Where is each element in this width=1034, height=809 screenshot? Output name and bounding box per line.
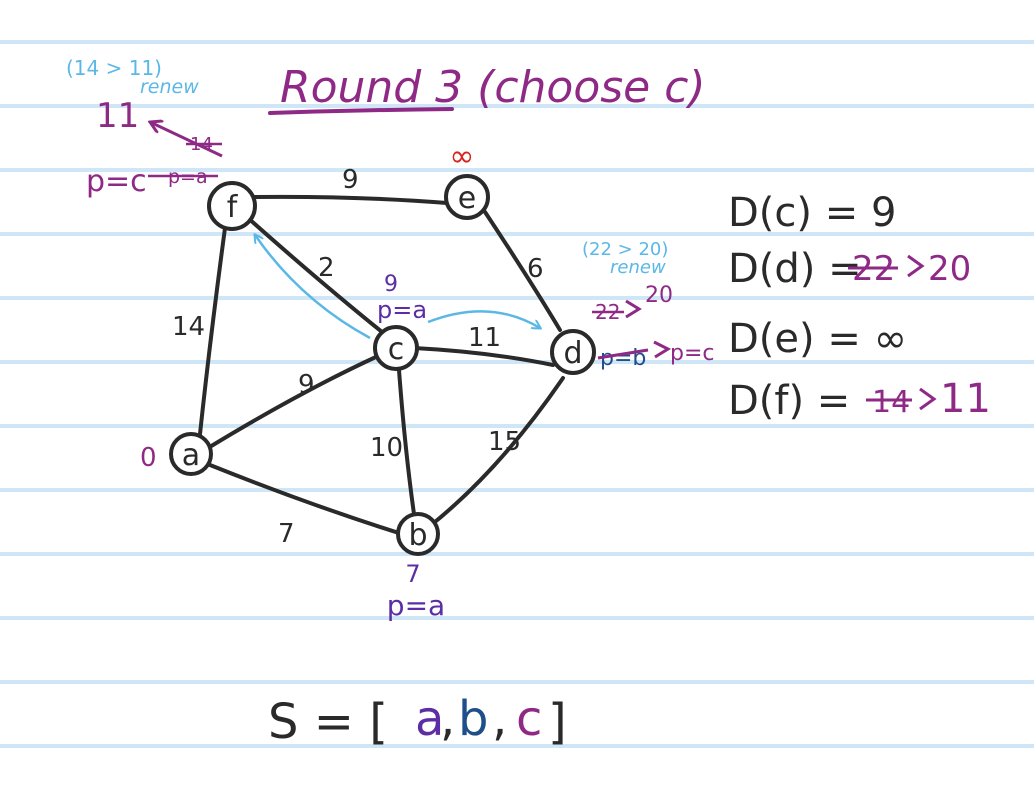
set-sep-2: , — [492, 691, 507, 747]
distance-value-c: 9 — [871, 190, 896, 236]
edge-f-e — [253, 194, 449, 205]
distance-old-f: 14 — [872, 385, 910, 420]
node-a: a — [169, 432, 213, 476]
set-item-a: a — [415, 691, 444, 747]
node-d-renew: renew — [610, 257, 666, 278]
node-f-renew: renew — [140, 76, 199, 98]
node-b-pred: p=a — [387, 589, 445, 622]
node-e: e — [444, 174, 490, 220]
edge-a-b — [208, 463, 404, 536]
edge-weight-a-b: 7 — [278, 519, 295, 549]
node-d-new-pred: p=c — [670, 341, 715, 366]
node-d-note: (22 > 20) — [582, 239, 668, 260]
edge-f-a — [198, 226, 227, 436]
relax-arrow-c-to-f — [255, 235, 371, 340]
set-item-c: c — [516, 691, 542, 747]
node-c-label: c — [388, 332, 405, 367]
distance-value-f: 11 — [940, 376, 991, 422]
distance-label-f: D(f) = — [728, 378, 850, 424]
edge-weight-f-e: 9 — [342, 165, 359, 195]
edge-c-d — [412, 346, 555, 367]
edge-weight-c-b: 10 — [370, 433, 403, 463]
edge-weight-c-d: 11 — [468, 323, 501, 353]
set-sep-1: , — [440, 691, 455, 747]
notebook-rules — [0, 40, 1034, 748]
node-f-label: f — [227, 190, 239, 225]
node-d: d — [550, 329, 596, 375]
node-d-old-pred-strike — [597, 348, 649, 360]
node-d-new-dist: 20 — [645, 283, 673, 308]
set-suffix: ] — [548, 694, 567, 750]
edge-weight-f-a: 14 — [172, 312, 205, 342]
edge-b-d — [428, 376, 565, 528]
edge-f-c — [246, 216, 384, 334]
node-c-pred: p=a — [377, 296, 427, 324]
visited-set: S = [ a , b , c ] — [268, 691, 567, 750]
node-f: f — [207, 181, 257, 231]
edge-weights: 9 2 14 6 11 9 10 15 7 — [172, 165, 544, 549]
distance-label-c: D(c) = — [728, 190, 871, 236]
node-f-new-pred-arrow — [150, 122, 223, 158]
node-a-label: a — [182, 438, 200, 473]
node-d-dist-arrow — [625, 299, 642, 319]
node-e-label: e — [458, 181, 476, 216]
set-item-b: b — [458, 691, 488, 747]
edge-weight-a-c: 9 — [298, 370, 315, 400]
set-prefix: S = [ — [268, 694, 388, 750]
node-b-dist: 7 — [405, 560, 420, 588]
node-c-dist: 9 — [384, 272, 398, 297]
edge-weight-b-d: 15 — [488, 427, 521, 457]
node-f-new-pred: p=c — [86, 164, 147, 199]
node-e-dist: ∞ — [450, 139, 475, 174]
edge-a-c — [206, 354, 380, 450]
node-d-old-pred: p=b — [600, 346, 646, 371]
node-d-label: d — [563, 336, 582, 371]
edge-c-b — [397, 368, 416, 516]
distance-row-c: D(c) = 9 — [728, 190, 896, 236]
graph-nodes: f e c d a b — [169, 174, 596, 556]
distance-value-e: ∞ — [874, 316, 907, 362]
node-b: b — [396, 512, 440, 556]
distance-arrow-d — [907, 254, 925, 278]
relax-arrow-c-to-d — [427, 310, 540, 328]
distance-table: D(c) = 9 D(d) = 22 20 D(e) = ∞ D(f) = 14… — [728, 190, 991, 424]
edge-weight-f-c: 2 — [318, 253, 335, 283]
page-title: Round 3 (choose c) — [280, 62, 706, 113]
node-f-note: (14 > 11) — [66, 56, 162, 80]
distance-label-d: D(d) = — [728, 246, 862, 292]
node-f-new-dist: 11 — [96, 96, 139, 136]
node-a-dist: 0 — [140, 443, 157, 473]
distance-arrow-f — [919, 387, 937, 411]
graph-edges — [198, 194, 565, 536]
edge-weight-e-d: 6 — [527, 254, 544, 284]
distance-value-d: 20 — [928, 249, 971, 289]
node-b-label: b — [408, 518, 427, 553]
distance-label-e: D(e) = — [728, 316, 874, 362]
distance-row-e: D(e) = ∞ — [728, 316, 907, 362]
edge-e-d — [483, 210, 562, 332]
node-c: c — [373, 325, 419, 371]
node-d-pred-arrow — [653, 340, 672, 359]
title-underline — [268, 107, 454, 115]
